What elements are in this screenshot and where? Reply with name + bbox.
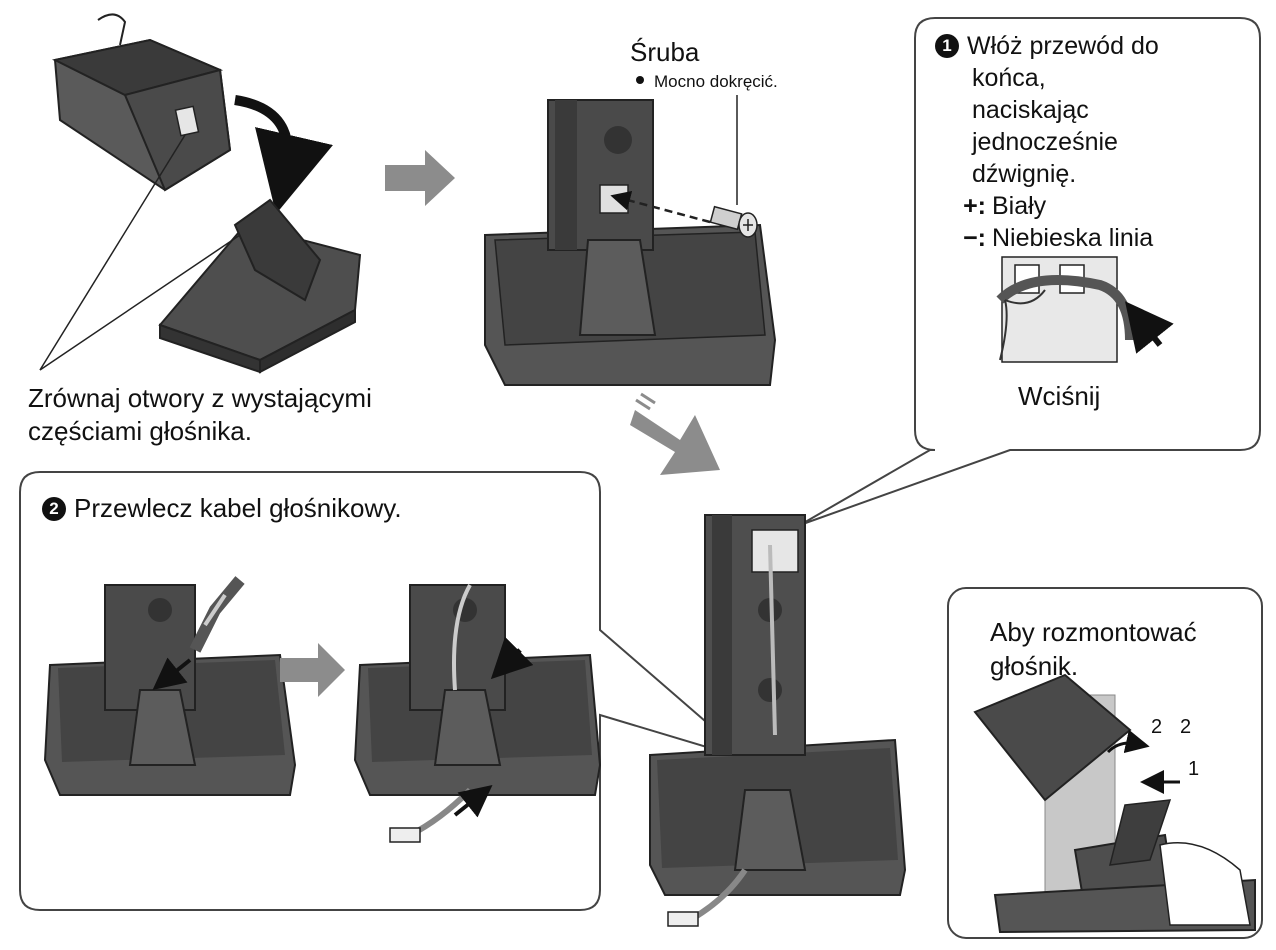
plus-polarity-row: +:Biały <box>960 192 1046 221</box>
step2-illustration <box>484 95 777 386</box>
next-step-arrow <box>280 643 345 697</box>
disassembly-title-line2: głośnik. <box>990 651 1079 681</box>
callout2-title-text: Przewlecz kabel głośnikowy. <box>74 493 402 523</box>
plus-symbol: +: <box>963 192 986 220</box>
speaker-bottom-part <box>51 13 232 192</box>
callout1-line1: 1 Włóż przewód do <box>935 32 1159 61</box>
leader-line <box>39 134 186 371</box>
screw-direction-line <box>610 190 711 224</box>
step-number-badge: 2 <box>42 497 66 521</box>
step-number-badge: 1 <box>935 34 959 58</box>
cable-thread-illustration-a <box>43 576 297 796</box>
cable-thread-illustration-b <box>353 584 602 843</box>
callout1-line4: jednocześnie <box>972 128 1118 156</box>
press-label: Wciśnij <box>1018 381 1101 411</box>
callout2-title: 2 Przewlecz kabel głośnikowy. <box>42 493 402 524</box>
disassembly-title-line1: Aby rozmontować <box>990 617 1197 647</box>
screw-note-text: Mocno dokręcić. <box>654 72 778 91</box>
plus-label: Biały <box>992 192 1047 220</box>
screw-label: Śruba <box>630 37 700 67</box>
callout1-line2: końca, <box>972 64 1046 92</box>
step-number-2b: 2 <box>1180 716 1192 738</box>
callout1-line3: naciskając <box>972 96 1089 124</box>
disassembly-illustration <box>973 673 1256 934</box>
screw-icon <box>709 205 758 238</box>
minus-label: Niebieska linia <box>992 224 1154 252</box>
step-number-1: 1 <box>1188 758 1200 780</box>
minus-polarity-row: −:Niebieska linia <box>960 224 1153 253</box>
rotate-arrow <box>234 95 333 214</box>
align-caption-line1: Zrównaj otwory z wystającymi <box>28 383 372 413</box>
next-step-arrow <box>385 150 455 206</box>
leader-line <box>39 234 241 371</box>
minus-symbol: −: <box>963 224 986 252</box>
bullet-icon <box>636 76 644 84</box>
callout1-text: Włóż przewód do <box>967 32 1159 60</box>
step1-illustration <box>39 13 362 374</box>
callout1-line5: dźwignię. <box>972 160 1077 188</box>
push-arrow-icon <box>1125 301 1174 354</box>
wire-insert-illustration <box>996 256 1174 363</box>
screw-note: Mocno dokręcić. <box>636 72 778 92</box>
align-caption-line2: częściami głośnika. <box>28 416 252 446</box>
step-number-2a: 2 <box>1151 716 1163 738</box>
stand-base <box>158 198 362 374</box>
next-step-diagonal-arrow <box>630 392 720 475</box>
assembled-speaker <box>649 514 907 927</box>
